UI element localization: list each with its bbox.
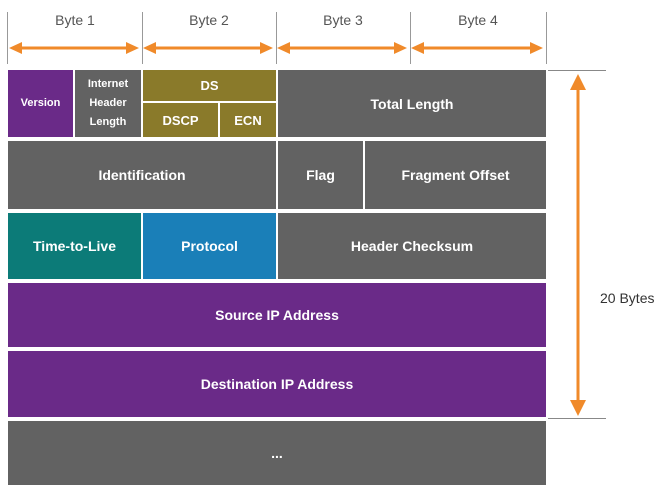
byte-divider — [7, 12, 8, 64]
ds-field: DS — [143, 70, 276, 101]
byte-4-label: Byte 4 — [458, 12, 498, 28]
fragment-offset-field: Fragment Offset — [365, 141, 546, 209]
ttl-field: Time-to-Live — [8, 213, 141, 279]
header-checksum-field: Header Checksum — [278, 213, 546, 279]
size-bottom-tick — [548, 418, 606, 419]
options-field: ... — [8, 421, 546, 485]
flag-field: Flag — [278, 141, 363, 209]
size-label: 20 Bytes — [600, 290, 655, 306]
dscp-field: DSCP — [143, 103, 218, 137]
byte-divider — [276, 12, 277, 64]
byte-arrows — [9, 42, 543, 54]
destination-ip-field: Destination IP Address — [8, 351, 546, 417]
ihl-line-3: Length — [89, 116, 127, 128]
size-top-tick — [548, 70, 606, 71]
byte-divider — [546, 12, 547, 64]
ihl-line-2: Header — [89, 97, 127, 109]
byte-divider — [410, 12, 411, 64]
version-field: Version — [8, 70, 73, 137]
size-arrow — [570, 74, 586, 416]
byte-divider — [142, 12, 143, 64]
byte-2-label: Byte 2 — [189, 12, 229, 28]
ihl-field: Internet Header Length — [75, 70, 141, 137]
ihl-line-1: Internet — [87, 78, 129, 90]
source-ip-field: Source IP Address — [8, 283, 546, 347]
protocol-field: Protocol — [143, 213, 276, 279]
byte-3-label: Byte 3 — [323, 12, 363, 28]
ecn-field: ECN — [220, 103, 276, 137]
byte-1-label: Byte 1 — [55, 12, 95, 28]
total-length-field: Total Length — [278, 70, 546, 137]
identification-field: Identification — [8, 141, 276, 209]
